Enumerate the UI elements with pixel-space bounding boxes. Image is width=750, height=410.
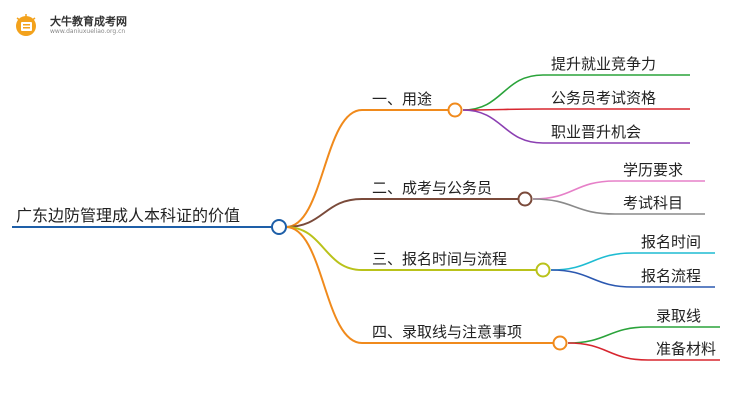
branch-connector (285, 226, 363, 271)
leaf-label: 公务员考试资格 (551, 89, 656, 107)
branch-connector (285, 198, 363, 228)
leaf-connector (532, 198, 616, 215)
leaf-label: 学历要求 (623, 161, 683, 179)
branch-label: 二、成考与公务员 (372, 179, 492, 197)
logo-url: www.daniuxueliao.org.cn (50, 28, 126, 35)
branch-label: 一、用途 (372, 90, 432, 108)
branch-node (447, 102, 463, 118)
leaf-connector (567, 342, 649, 361)
leaf-connector (550, 252, 634, 271)
branch-label: 三、报名时间与流程 (372, 250, 507, 268)
branch-connector (285, 226, 363, 344)
branch-node (552, 335, 568, 351)
leaf-label: 准备材料 (656, 340, 716, 358)
logo-name: 大牛教育成考网 (50, 15, 127, 28)
leaf-connector (462, 74, 544, 111)
leaf-connector (532, 180, 616, 200)
leaf-label: 提升就业竞争力 (551, 55, 656, 73)
logo-icon (16, 14, 36, 36)
leaf-label: 职业晋升机会 (551, 123, 641, 141)
leaf-label: 录取线 (656, 307, 701, 325)
root-label: 广东边防管理成人本科证的价值 (16, 206, 240, 225)
leaf-label: 报名流程 (641, 267, 701, 285)
branch-connector (285, 109, 363, 228)
branch-node (517, 191, 533, 207)
leaf-connector (567, 326, 649, 344)
leaf-connector (462, 109, 544, 144)
branch-node (535, 262, 551, 278)
leaf-label: 考试科目 (623, 194, 683, 212)
leaf-connector (550, 269, 634, 288)
logo: 大牛教育成考网 www.daniuxueliao.org.cn (14, 14, 127, 38)
leaf-label: 报名时间 (641, 233, 701, 251)
leaf-connector (462, 108, 544, 111)
branch-label: 四、录取线与注意事项 (372, 323, 522, 341)
root-node (271, 219, 287, 235)
